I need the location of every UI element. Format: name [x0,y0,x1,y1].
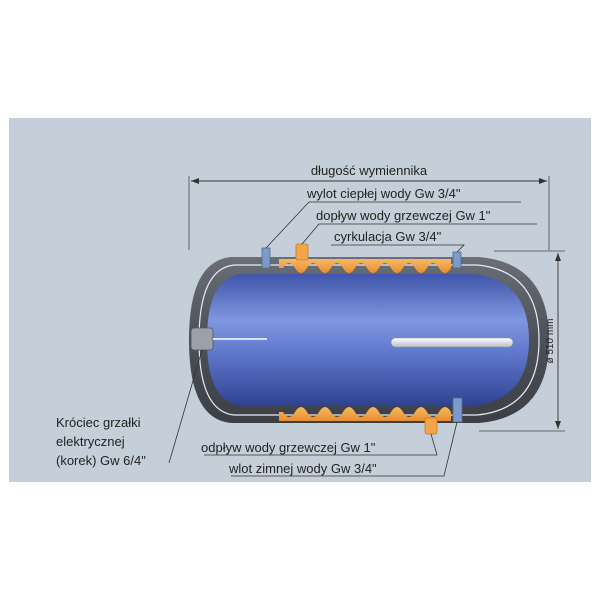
label-heater-socket: Króciec grzałki elektrycznej (korek) Gw … [56,413,146,470]
heater-socket-cap [190,327,214,351]
tank-inner-outline [198,264,540,416]
label-heater-socket-line3: (korek) Gw 6/4" [56,453,146,468]
length-label: długość wymiennika [311,163,428,178]
label-heating-water-inlet: dopływ wody grzewczej Gw 1" [316,208,491,223]
diameter-arrow-top [555,253,561,261]
heating-coil-top [279,259,451,273]
label-hot-water-outlet: wylot ciepłej wody Gw 3/4" [306,186,461,201]
diameter-arrow-bottom [555,421,561,429]
tank-body [207,274,529,406]
port-hot-water-outlet [261,247,271,269]
diameter-label: ø 510 mm [545,318,556,363]
anode-rod [390,337,514,348]
leader-hot-water-outlet [265,201,521,249]
leader-heating-water-outlet [204,433,438,456]
port-circulation [452,251,462,269]
diagram-panel: długość wymiennika ø 510 mm wylot ciepłe… [9,118,591,482]
leader-heating-water-inlet [301,223,537,245]
label-circulation: cyrkulacja Gw 3/4" [334,229,442,244]
length-arrow-left [191,178,199,184]
label-heating-water-outlet: odpływ wody grzewczej Gw 1" [201,440,376,455]
leader-cold-water-inlet [231,421,458,477]
leader-heater-socket [168,349,203,464]
heating-coil-bottom [279,407,451,421]
boiler-diagram: długość wymiennika ø 510 mm wylot ciepłe… [9,118,591,482]
port-heating-water-outlet [424,417,438,435]
port-heating-water-inlet [295,243,309,261]
leader-circulation [331,244,465,253]
port-cold-water-inlet [452,397,463,423]
label-heater-socket-line2: elektrycznej [56,434,125,449]
length-arrow-right [539,178,547,184]
label-heater-socket-line1: Króciec grzałki [56,415,141,430]
label-cold-water-inlet: wlot zimnej wody Gw 3/4" [228,461,377,476]
